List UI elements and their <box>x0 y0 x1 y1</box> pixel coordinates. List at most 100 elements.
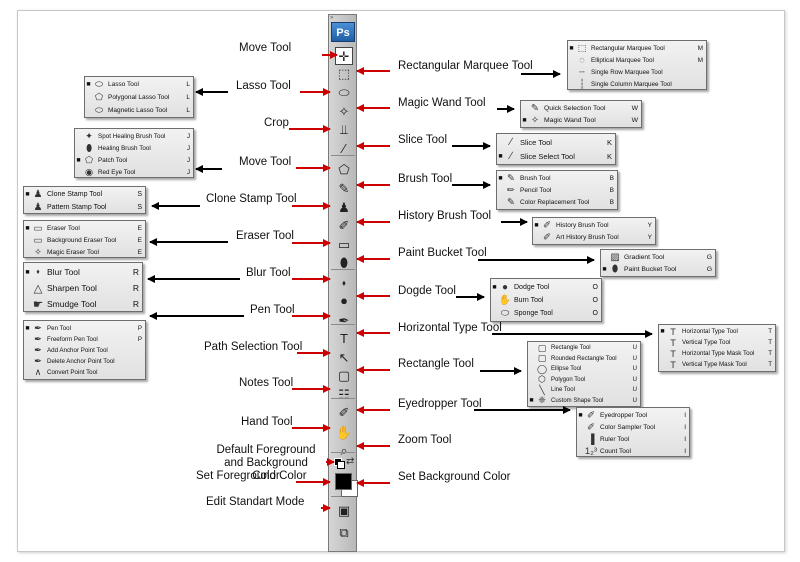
flyout-item[interactable]: ┄Single Row Marquee Tool <box>568 66 706 78</box>
eraser-tool-icon[interactable]: ▭ <box>337 237 351 252</box>
paint-bucket-icon[interactable]: ⬮ <box>339 255 349 270</box>
flyout-item[interactable]: ✒Add Anchor Point Tool <box>24 345 145 356</box>
tool-icon: ⬭ <box>94 79 104 90</box>
zoom-tool-icon[interactable]: ⌕ <box>340 443 348 458</box>
blur-tool-icon[interactable]: ⬪ <box>342 275 346 290</box>
dodge-tool-icon[interactable]: ● <box>340 293 348 308</box>
history-brush-icon[interactable]: ✐ <box>338 218 350 233</box>
active-marker: ■ <box>660 328 665 335</box>
notes-tool-icon[interactable]: ☷ <box>338 387 350 402</box>
flyout-item[interactable]: ✒Delete Anchor Point Tool <box>24 356 145 367</box>
shortcut-key: B <box>609 186 614 194</box>
default-colors-icon[interactable] <box>334 458 345 469</box>
shortcut-key: J <box>186 132 190 140</box>
crop-tool-icon[interactable]: ⫫ <box>340 122 348 137</box>
shortcut-key: J <box>186 168 190 176</box>
move-tool-icon[interactable]: ✛ <box>335 47 353 65</box>
healing-brush-icon[interactable]: ⬠ <box>338 162 350 177</box>
quick-mask-icon[interactable]: ▣ <box>337 503 351 518</box>
brush-tool-icon[interactable]: ✎ <box>338 181 350 196</box>
eyedropper-tool-icon[interactable]: ✐ <box>338 405 350 420</box>
shortcut-key: U <box>632 355 637 362</box>
active-marker: ■ <box>498 152 503 160</box>
tool-icon: △ <box>33 283 43 295</box>
label-setfg: Set Foreground Color <box>196 470 307 482</box>
active-marker: ■ <box>25 224 30 232</box>
hand-tool-icon[interactable]: ✋ <box>335 425 353 440</box>
tool-icon: T <box>670 359 676 370</box>
slice-tool-icon[interactable]: ∕ <box>342 141 346 156</box>
flyout-item-label: Pen Tool <box>47 324 71 332</box>
swap-colors-icon[interactable]: ⇄ <box>346 456 355 467</box>
path-selection-icon[interactable]: ↖ <box>338 350 350 365</box>
tool-icon: ◌ <box>579 55 585 65</box>
magic-wand-tool-icon[interactable]: ✧ <box>338 104 350 119</box>
flyout-item-label: Ellipse Tool <box>551 366 582 373</box>
type-tool-icon[interactable]: T <box>340 331 348 346</box>
lasso-tool-icon[interactable]: ⬭ <box>338 85 350 100</box>
flyout-item-label: Spot Healing Brush Tool <box>98 132 166 140</box>
screen-mode-icon[interactable]: ⧉ <box>339 525 349 540</box>
flyout-item[interactable]: ┆Single Column Marquee Tool <box>568 78 706 90</box>
clone-stamp-icon[interactable]: ♟ <box>338 200 350 215</box>
diagram-frame <box>17 10 785 552</box>
tool-icon: ⬭ <box>94 105 104 116</box>
panel-grip-icon[interactable]: » <box>330 15 335 21</box>
pen-tool-icon[interactable]: ✒ <box>338 313 350 328</box>
marquee-tool-icon[interactable]: ⬚ <box>337 66 351 81</box>
tool-icon: ✎ <box>507 172 515 184</box>
foreground-color-swatch[interactable] <box>335 473 352 490</box>
flyout-item[interactable]: ∧Convert Point Tool <box>24 367 145 378</box>
rectangle-tool-icon[interactable]: ▢ <box>337 368 351 383</box>
